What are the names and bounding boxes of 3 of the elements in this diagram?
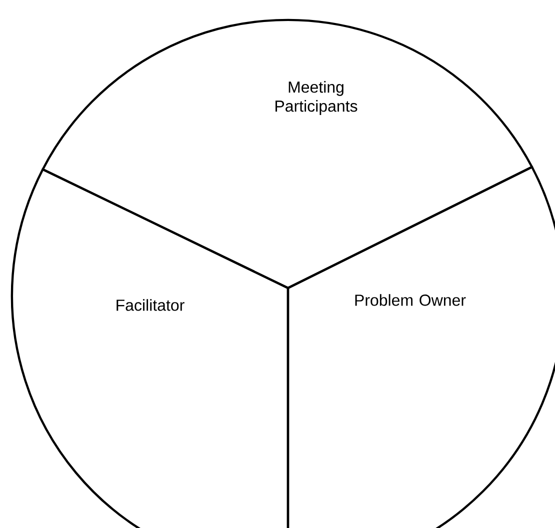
pie-sector: Problem Owner	[286, 166, 555, 528]
pie-sector: Meeting Participants	[42, 19, 534, 290]
pie-sector: Facilitator	[11, 168, 290, 528]
